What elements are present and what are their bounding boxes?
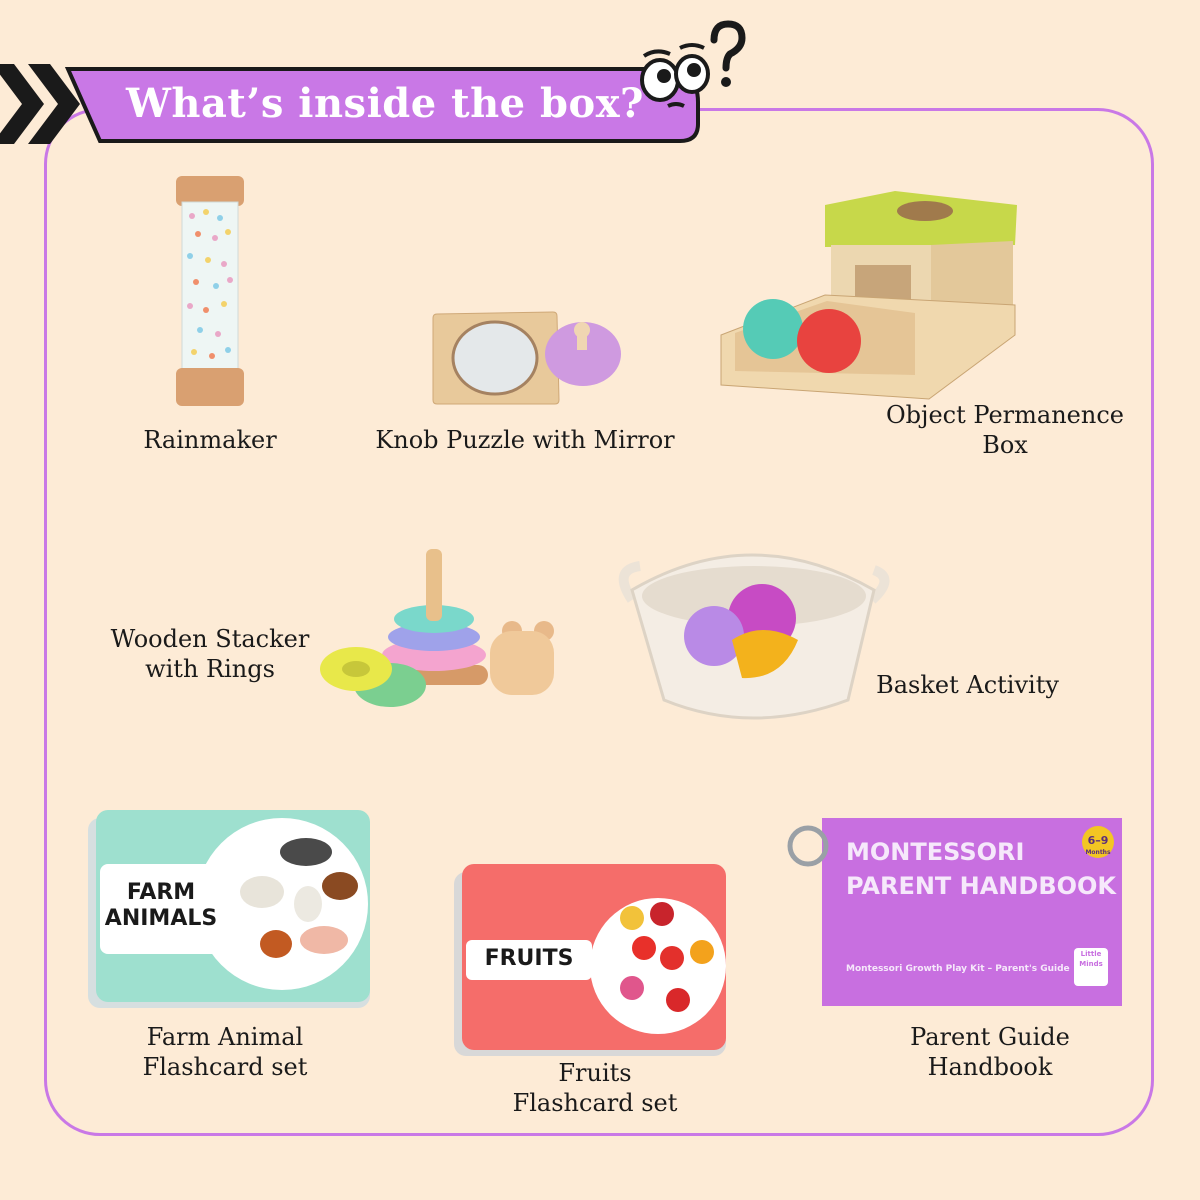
handbook-subtitle: Montessori Growth Play Kit – Parent's Gu… <box>846 964 1070 974</box>
farm-flashcard-icon <box>88 810 370 1008</box>
item-label-fruits-2: Flashcard set <box>512 1089 678 1117</box>
page-title: What’s inside the box? <box>126 80 644 127</box>
item-label-stacker-2: with Rings <box>145 655 275 683</box>
stacker-icon <box>320 549 554 707</box>
brand-logo-2: Minds <box>1079 960 1103 968</box>
item-label-handbook-1: Parent Guide <box>910 1023 1070 1051</box>
handbook-icon <box>787 818 1122 1006</box>
fruits-card-title: FRUITS <box>484 946 574 971</box>
farm-card-title-2: ANIMALS <box>104 906 218 931</box>
item-label-object-box-2: Box <box>982 431 1028 459</box>
brand-logo-1: Little <box>1080 950 1102 958</box>
age-badge: 6–9 <box>1087 834 1109 847</box>
farm-card-title-1: FARM <box>126 880 196 905</box>
item-label-basket: Basket Activity <box>876 671 1059 699</box>
handbook-title-1: MONTESSORI <box>846 838 1025 866</box>
object-permanence-box-icon <box>720 191 1017 400</box>
item-label-farm-1: Farm Animal <box>146 1023 304 1051</box>
basket-icon <box>618 553 890 720</box>
item-label-fruits-1: Fruits <box>558 1059 632 1087</box>
chevron-right-icon <box>28 64 80 144</box>
item-label-handbook-2: Handbook <box>927 1053 1053 1081</box>
item-label-rainmaker: Rainmaker <box>143 426 277 454</box>
item-label-farm-2: Flashcard set <box>142 1053 308 1081</box>
age-unit: Months <box>1085 849 1111 856</box>
item-label-stacker-1: Wooden Stacker <box>110 625 310 653</box>
rainmaker-icon <box>176 176 244 406</box>
item-label-knob-puzzle: Knob Puzzle with Mirror <box>375 426 675 454</box>
confused-eyes-icon <box>640 20 746 108</box>
chevron-right-icon <box>0 64 44 144</box>
handbook-title-2: PARENT HANDBOOK <box>846 872 1117 900</box>
knob-puzzle-icon <box>432 311 621 405</box>
fruits-flashcard-icon <box>454 864 726 1056</box>
item-label-object-box-1: Object Permanence <box>886 401 1124 429</box>
